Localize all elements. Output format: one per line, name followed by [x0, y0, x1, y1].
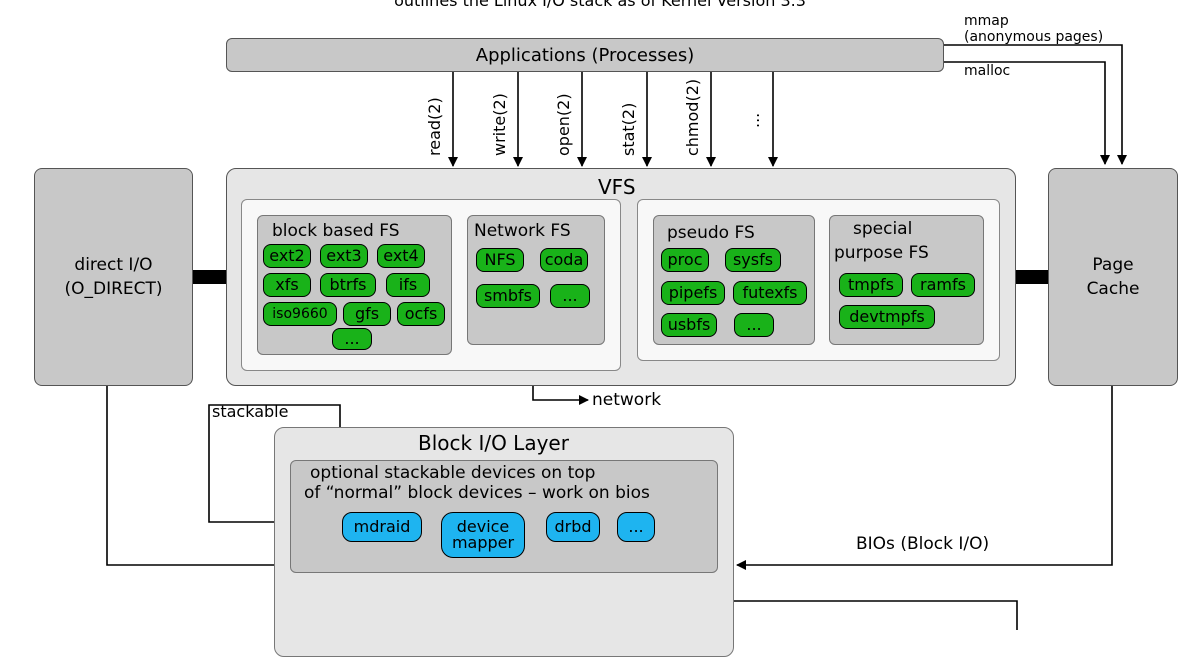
pseudo-fs-title: pseudo FS [667, 223, 755, 243]
stackable-loop-arrow [208, 404, 345, 523]
direct-io-vfs-connector [193, 270, 226, 284]
fs-futexfs: futexfs [733, 281, 807, 305]
device-drbd: drbd [546, 512, 600, 542]
fs-proc: proc [661, 248, 709, 272]
diagram-caption: outlines the Linux I/O stack as of Kerne… [394, 0, 806, 10]
bios-label: BIOs (Block I/O) [856, 534, 990, 554]
mmap-arrow [943, 44, 1127, 165]
device-mapper-line-2: mapper [451, 533, 515, 552]
network-label: network [592, 390, 662, 410]
fs-pseudo-more: ... [734, 313, 774, 337]
linux-io-stack-diagram: outlines the Linux I/O stack as of Kerne… [34, 0, 1178, 657]
device-mapper-line-1: device [456, 517, 510, 536]
stackable-devices-desc-2: of “normal” block devices – work on bios [304, 483, 650, 503]
direct-io-arrow [106, 386, 288, 570]
fs-smbfs: smbfs [476, 284, 540, 308]
page-cache-bios-arrow [736, 386, 1113, 570]
syscall-chmod: chmod(2) [683, 78, 702, 156]
mmap-label: mmap [964, 13, 1009, 29]
device-more: ... [617, 512, 655, 542]
fs-ext3: ext3 [320, 244, 368, 268]
block-io-title: Block I/O Layer [418, 431, 569, 455]
fs-nfs: NFS [476, 248, 524, 272]
fs-sysfs: sysfs [725, 248, 781, 272]
fs-pipefs: pipefs [661, 281, 725, 305]
vfs-title: VFS [598, 175, 636, 199]
network-fs-title: Network FS [474, 221, 571, 241]
special-fs-title-2: purpose FS [834, 243, 929, 263]
applications-box: Applications (Processes) [226, 38, 944, 72]
stackable-devices-desc-1: optional stackable devices on top [310, 463, 596, 483]
fs-btrfs: btrfs [320, 273, 376, 297]
malloc-label: malloc [964, 63, 1011, 79]
page-cache-label-2: Cache [1086, 279, 1140, 299]
page-cache-label-1: Page [1092, 255, 1134, 275]
block-fs-title: block based FS [272, 221, 400, 241]
anonymous-pages-label: (anonymous pages) [964, 29, 1104, 45]
device-mdraid: mdraid [342, 512, 422, 542]
direct-io-flag: (O_DIRECT) [64, 279, 163, 299]
network-fs-box [467, 215, 605, 345]
fs-usbfs: usbfs [661, 313, 717, 337]
fs-network-more: ... [550, 284, 590, 308]
fs-iso9660: iso9660 [263, 302, 337, 326]
stackable-label: stackable [212, 402, 289, 421]
fs-ramfs: ramfs [911, 273, 975, 297]
syscall-write: write(2) [490, 93, 509, 156]
fs-coda: coda [540, 248, 588, 272]
fs-ext4: ext4 [377, 244, 425, 268]
fs-ext2: ext2 [263, 244, 311, 268]
syscall-read: read(2) [425, 97, 444, 156]
direct-io-box: direct I/O (O_DIRECT) [34, 168, 193, 386]
fs-ifs: ifs [386, 273, 430, 297]
fs-ocfs: ocfs [397, 302, 445, 326]
fs-block-more: ... [332, 328, 372, 350]
applications-label: Applications (Processes) [475, 44, 695, 66]
device-device-mapper: device mapper [441, 512, 525, 558]
vfs-page-cache-connector [1016, 270, 1049, 284]
fs-gfs: gfs [343, 302, 391, 326]
fs-devtmpfs: devtmpfs [839, 305, 935, 329]
direct-io-label: direct I/O [74, 255, 153, 275]
syscall-open: open(2) [554, 93, 573, 156]
fs-tmpfs: tmpfs [839, 273, 903, 297]
fs-xfs: xfs [263, 273, 311, 297]
syscall-more: ... [744, 112, 763, 128]
special-fs-title-1: special [853, 219, 913, 239]
syscall-stat: stat(2) [619, 102, 638, 156]
malloc-arrow [943, 61, 1110, 165]
page-cache-box: Page Cache [1048, 168, 1178, 386]
